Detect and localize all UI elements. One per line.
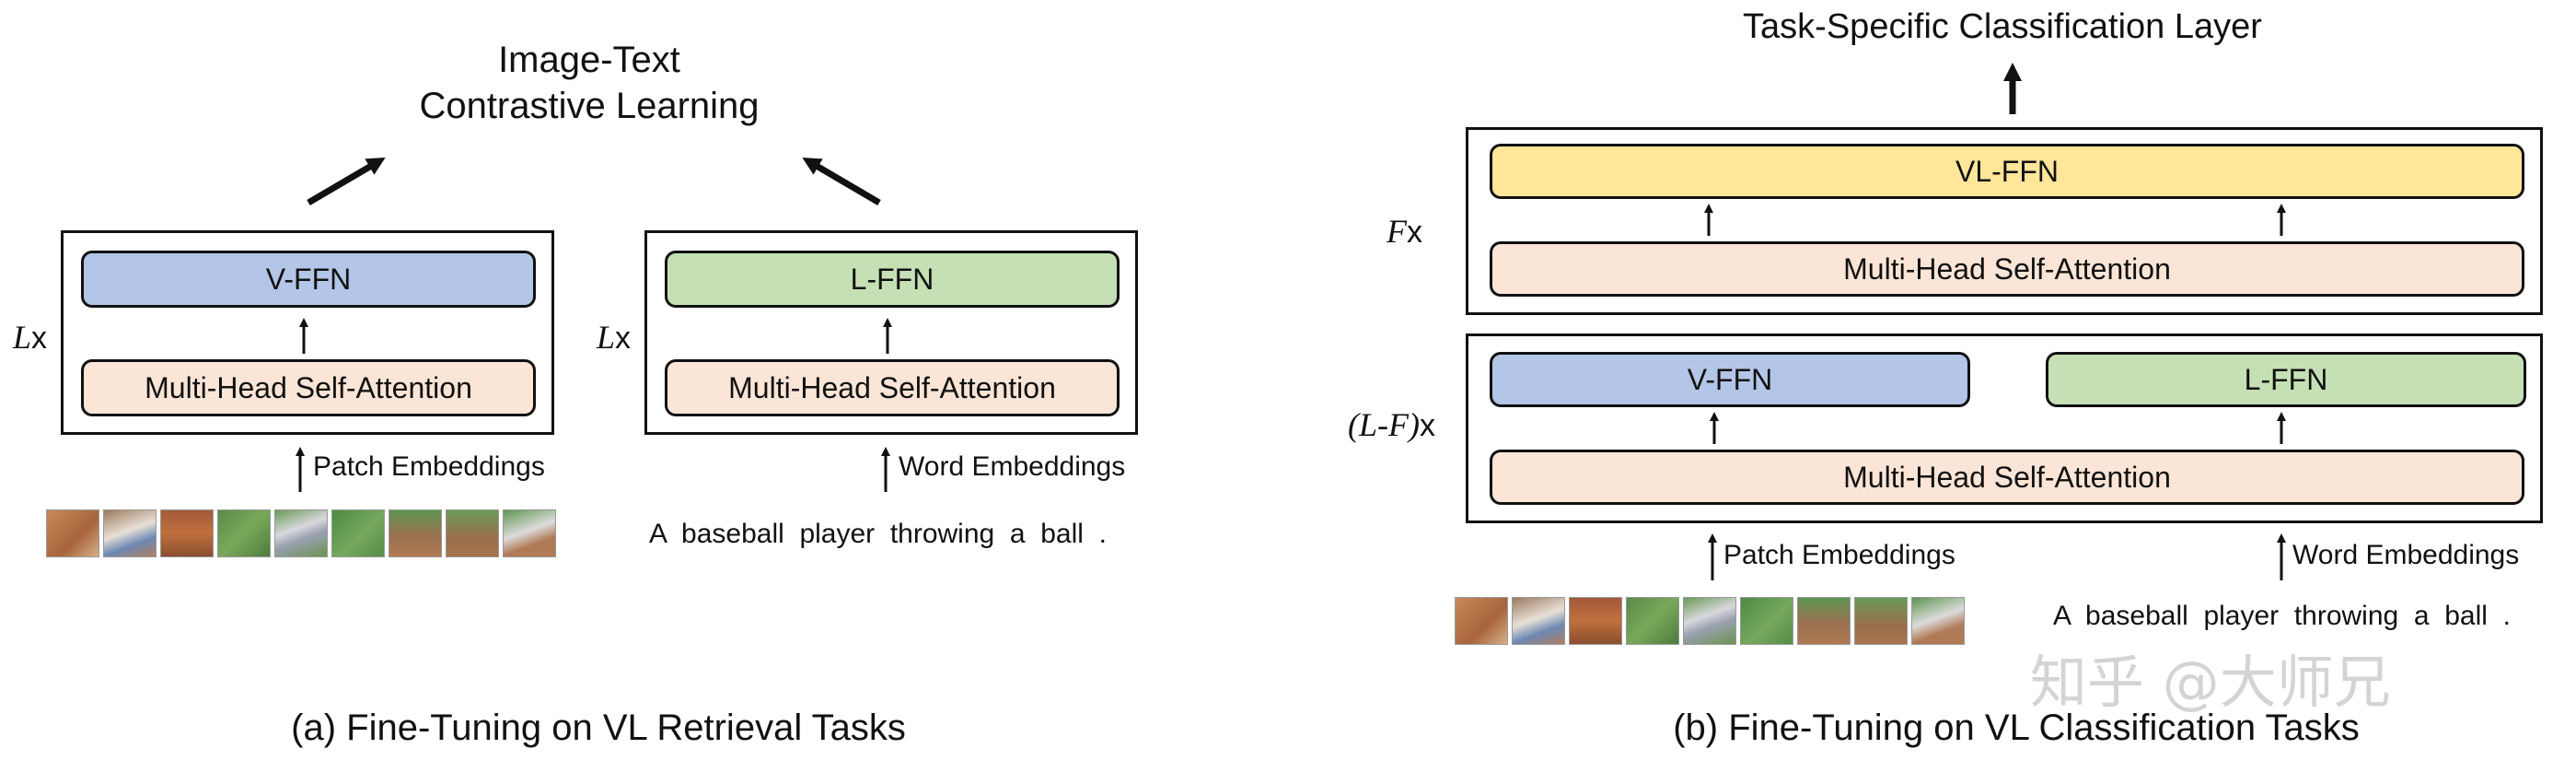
image-patch-icon <box>503 509 556 557</box>
objective-line-1: Image-Text <box>498 40 680 80</box>
input-sentence: A baseball player throwing a ball . <box>649 519 1107 549</box>
image-patch-icon <box>389 509 442 557</box>
objective-title: Image-Text Contrastive Learning <box>396 37 783 129</box>
caption-b: (b) Fine-Tuning on VL Classification Tas… <box>1673 708 2360 748</box>
fusion-attention-block: Multi-Head Self-Attention <box>1490 241 2524 297</box>
caption-a: (a) Fine-Tuning on VL Retrieval Tasks <box>291 708 906 748</box>
image-patch-strip <box>1455 597 1970 649</box>
v-ffn-block: V-FFN <box>1490 352 1970 407</box>
vision-tower-repeat: Lx <box>13 319 48 356</box>
word-embeddings-label: Word Embeddings <box>899 451 1126 482</box>
objective-line-2: Contrastive Learning <box>419 86 760 126</box>
watermark: 知乎 @大师兄 <box>2030 649 2391 716</box>
vl-ffn-block: VL-FFN <box>1490 144 2524 199</box>
image-patch-icon <box>1740 597 1793 645</box>
vision-attention-block: Multi-Head Self-Attention <box>81 359 536 416</box>
modality-attention-block: Multi-Head Self-Attention <box>1490 450 2524 505</box>
image-patch-icon <box>103 509 157 557</box>
modality-repeat: (L-F)x <box>1348 406 1435 443</box>
image-patch-icon <box>217 509 271 557</box>
l-ffn-block: L-FFN <box>665 251 1120 308</box>
word-embeddings-label: Word Embeddings <box>2292 540 2520 570</box>
diagonal-arrow-icon <box>307 157 386 206</box>
fusion-repeat: Fx <box>1387 213 1422 250</box>
image-patch-icon <box>46 509 99 557</box>
image-patch-icon <box>1911 597 1965 645</box>
image-patch-icon <box>274 509 328 557</box>
image-patch-icon <box>446 509 499 557</box>
v-ffn-block: V-FFN <box>81 251 536 308</box>
image-patch-icon <box>1626 597 1679 645</box>
image-patch-icon <box>1455 597 1508 645</box>
patch-embeddings-label: Patch Embeddings <box>1723 540 1955 570</box>
image-patch-icon <box>1569 597 1622 645</box>
image-patch-icon <box>1797 597 1851 645</box>
image-patch-icon <box>1512 597 1565 645</box>
classification-head-label: Task-Specific Classification Layer <box>1743 7 2262 46</box>
image-patch-icon <box>160 509 214 557</box>
l-ffn-block: L-FFN <box>2046 352 2526 407</box>
image-patch-strip <box>46 509 562 561</box>
language-tower-repeat: Lx <box>597 319 632 356</box>
input-sentence: A baseball player throwing a ball . <box>2053 601 2511 631</box>
image-patch-icon <box>1683 597 1736 645</box>
image-patch-icon <box>331 509 385 557</box>
image-patch-icon <box>1854 597 1908 645</box>
diagonal-arrow-icon <box>802 157 881 206</box>
language-attention-block: Multi-Head Self-Attention <box>665 359 1120 416</box>
patch-embeddings-label: Patch Embeddings <box>313 451 545 482</box>
